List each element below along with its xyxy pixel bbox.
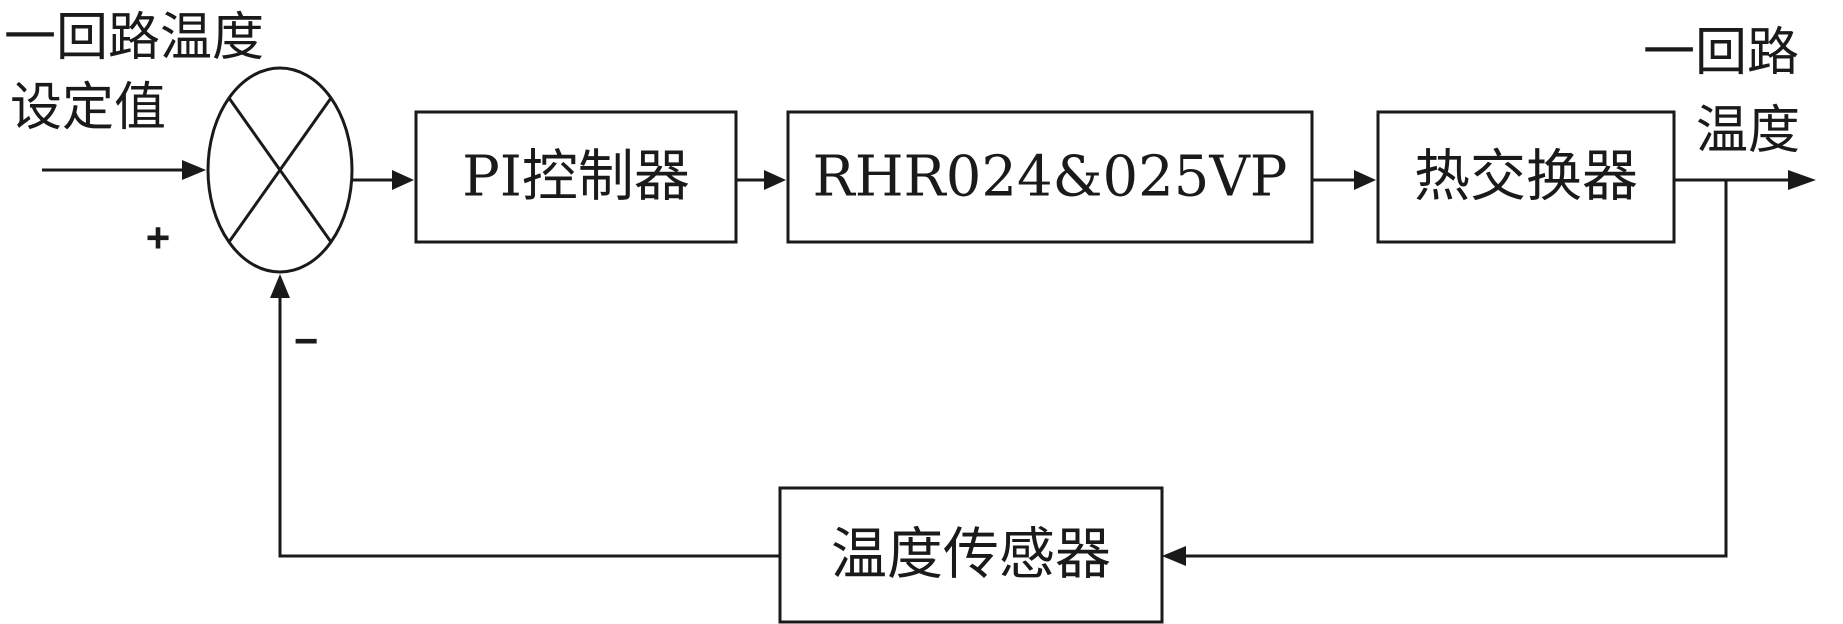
heat-exchanger-block: 热交换器: [1376, 110, 1676, 244]
minus-sign: −: [294, 317, 319, 364]
pi-controller-box: [414, 110, 738, 244]
valve-box: [786, 110, 1314, 244]
temperature-sensor-box: [778, 486, 1164, 624]
pi-controller-label: PI控制器: [462, 145, 690, 210]
valve-label: RHR024&025VP: [813, 145, 1288, 210]
temperature-sensor-block: 温度传感器: [778, 486, 1164, 624]
sum-to-controller-arrowhead: [392, 170, 414, 190]
input-label-line2: 设定值: [10, 78, 166, 138]
pi-controller-block: PI控制器: [414, 110, 738, 244]
heat-exchanger-label: 热交换器: [1414, 145, 1638, 210]
output-arrowhead: [1788, 170, 1816, 190]
feedback-wire-left: [278, 296, 780, 558]
input-arrowhead: [182, 160, 206, 180]
feedback-to-sum-arrowhead: [270, 274, 290, 298]
summing-junction-cross-b: [227, 97, 333, 243]
output-label-line1: 一回路: [1643, 23, 1799, 83]
summing-junction: [206, 66, 354, 274]
feedback-wire-right: [1182, 180, 1728, 558]
temperature-sensor-label: 温度传感器: [831, 523, 1111, 588]
input-label-line1: 一回路温度: [4, 8, 264, 68]
valve-to-exchanger-arrowhead: [1354, 170, 1376, 190]
output-label-line2: 温度: [1696, 101, 1800, 161]
plus-sign: +: [146, 214, 171, 261]
valve-block: RHR024&025VP: [786, 110, 1314, 244]
controller-to-valve-arrowhead: [764, 170, 786, 190]
feedback-to-sensor-arrowhead: [1162, 546, 1186, 566]
heat-exchanger-box: [1376, 110, 1676, 244]
